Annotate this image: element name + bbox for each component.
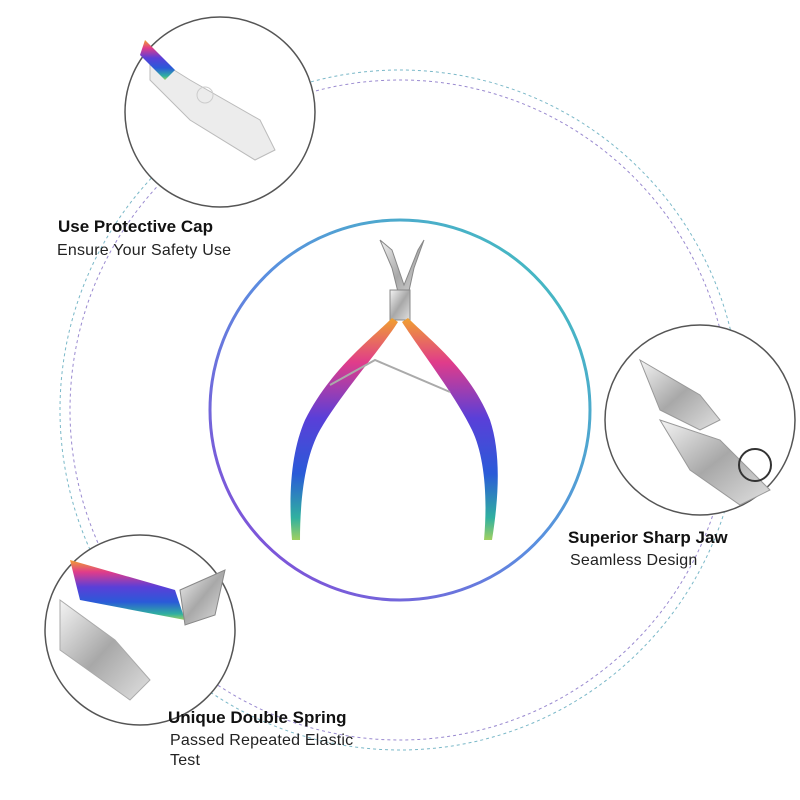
feature-title-protective-cap: Use Protective Cap [58, 217, 213, 236]
detail-double-spring [44, 534, 236, 726]
detail-sharp-jaw [604, 324, 796, 516]
detail-protective-cap [124, 16, 316, 208]
feature-subtitle-sharp-jaw: Seamless Design [570, 552, 698, 569]
cuticle-nipper-image [290, 239, 498, 540]
feature-subtitle-double-spring: Passed Repeated Elastic [170, 732, 354, 749]
feature-title-double-spring: Unique Double Spring [168, 708, 347, 727]
feature-subtitle-protective-cap: Ensure Your Safety Use [57, 242, 232, 259]
feature-title-sharp-jaw: Superior Sharp Jaw [568, 528, 728, 547]
feature-subtitle-double-spring-line2: Test [170, 752, 201, 769]
